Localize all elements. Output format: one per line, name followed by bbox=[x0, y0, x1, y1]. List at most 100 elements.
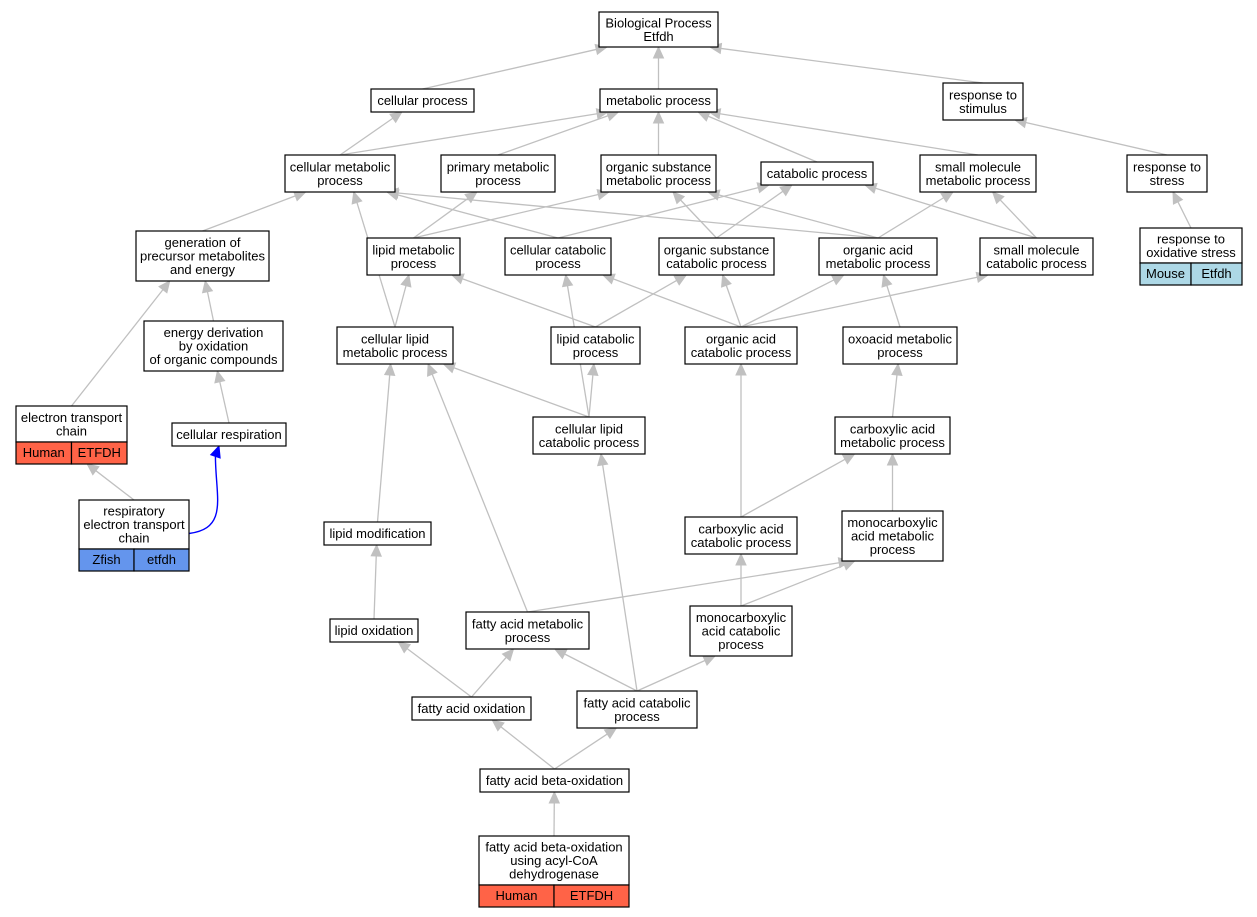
node-label-line: response to bbox=[1157, 231, 1225, 246]
edge-line bbox=[613, 278, 742, 328]
edge-line bbox=[95, 470, 135, 501]
edge-cellular-process-to-bp bbox=[422, 43, 609, 90]
node-label-line: organic substance bbox=[664, 242, 770, 257]
arrowhead bbox=[841, 453, 856, 465]
node-label-line: stimulus bbox=[959, 101, 1007, 116]
node-cellular-process[interactable]: cellular process bbox=[370, 88, 475, 113]
edge-organic-acid-catabolic-process-to-organic-substance-catabolic-process bbox=[721, 273, 742, 328]
edge-fatty-acid-metabolic-process-to-cellular-lipid-metabolic-process bbox=[427, 362, 529, 613]
node-box bbox=[15, 405, 128, 443]
node-label-line: response to bbox=[1133, 159, 1201, 174]
edge-lipid-metabolic-process-to-primary-metabolic-process bbox=[413, 191, 478, 239]
node-cellular-respiration[interactable]: cellular respiration bbox=[171, 422, 287, 447]
node-label-line: by oxidation bbox=[179, 339, 248, 354]
node-label-line: fatty acid beta-oxidation bbox=[485, 840, 622, 855]
node-box bbox=[366, 237, 461, 276]
edge-lipid-oxidation-to-lipid-modification bbox=[370, 543, 382, 620]
edge-line bbox=[188, 456, 219, 535]
node-fatty-acid-oxidation[interactable]: fatty acid oxidation bbox=[411, 696, 532, 721]
edge-energy-derivation-to-generation-of-precursor bbox=[201, 279, 215, 322]
node-fatty-acid-beta-oxidation[interactable]: fatty acid beta-oxidation bbox=[479, 768, 630, 793]
node-label-line: cellular process bbox=[377, 93, 468, 108]
node-label-line: cellular respiration bbox=[176, 427, 282, 442]
node-label-line: process bbox=[614, 709, 660, 724]
node-box bbox=[135, 230, 270, 282]
node-label-line: lipid catabolic bbox=[556, 331, 635, 346]
node-box bbox=[323, 521, 432, 546]
arrowhead bbox=[702, 655, 717, 666]
arrowhead bbox=[158, 280, 171, 294]
edge-line bbox=[636, 659, 706, 692]
node-label-line: precursor metabolites bbox=[140, 249, 265, 264]
edge-line bbox=[202, 195, 296, 232]
edge-line bbox=[740, 564, 845, 607]
node-label-line: process bbox=[573, 345, 619, 360]
node-catabolic-process[interactable]: catabolic process bbox=[760, 161, 874, 186]
edge-organic-acid-metabolic-process-to-organic-substance-metabolic-process bbox=[706, 189, 879, 239]
node-box bbox=[689, 605, 793, 657]
edge-organic-substance-metabolic-process-to-metabolic-process bbox=[652, 110, 665, 155]
node-metabolic-process[interactable]: metabolic process bbox=[599, 88, 718, 113]
edge-line bbox=[588, 374, 594, 418]
node-label-line: organic acid bbox=[843, 242, 913, 257]
arrowhead bbox=[652, 110, 665, 124]
node-box bbox=[979, 237, 1094, 276]
edge-line bbox=[406, 648, 472, 698]
edge-small-molecule-catabolic-process-to-small-molecule-metabolic-process bbox=[991, 191, 1037, 239]
edge-fatty-acid-beta-oxidation-to-fatty-acid-oxidation bbox=[491, 719, 555, 770]
node-label-line: oxoacid metabolic bbox=[848, 331, 953, 346]
arrowhead bbox=[548, 790, 561, 804]
edge-fatty-acid-catabolic-process-to-cellular-lipid-catabolic-process bbox=[597, 452, 638, 692]
node-box bbox=[600, 154, 717, 193]
node-label-line: energy derivation bbox=[164, 325, 264, 340]
node-label-line: acid catabolic bbox=[702, 624, 781, 639]
node-label-line: lipid oxidation bbox=[335, 623, 414, 638]
node-lipid-modification[interactable]: lipid modification bbox=[323, 521, 432, 546]
arrowhead bbox=[673, 274, 688, 286]
node-label-line: organic substance bbox=[606, 159, 712, 174]
node-label-line: metabolic process bbox=[840, 435, 945, 450]
node-lipid-oxidation[interactable]: lipid oxidation bbox=[329, 618, 419, 643]
edge-respiratory-etc-to-electron-transport-chain bbox=[86, 463, 135, 501]
arrowhead bbox=[201, 279, 214, 294]
edges-layer bbox=[70, 42, 1192, 837]
edge-line bbox=[219, 381, 230, 424]
node-label-line: small molecule bbox=[935, 159, 1021, 174]
edge-line bbox=[680, 199, 717, 239]
node-box bbox=[760, 161, 874, 186]
node-label-line: cellular metabolic bbox=[290, 159, 391, 174]
edge-fatty-acid-beta-oxidation-acyl-coa-to-fatty-acid-beta-oxidation bbox=[548, 790, 561, 837]
edge-line bbox=[719, 113, 979, 156]
edge-lipid-modification-to-cellular-lipid-metabolic-process bbox=[376, 362, 396, 523]
node-box bbox=[370, 88, 475, 113]
